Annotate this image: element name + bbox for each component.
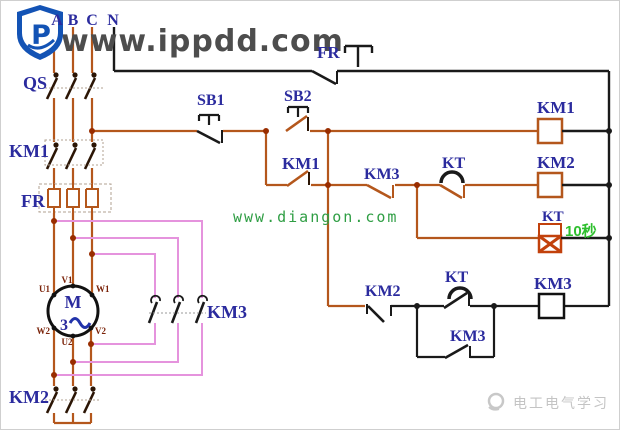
- sb1-stop-button: [196, 113, 223, 145]
- km3-coil-label: KM3: [534, 274, 572, 293]
- phase-a-label: A: [51, 12, 63, 29]
- km3-coil: [537, 292, 566, 320]
- fr-overload-nc-contact: [311, 44, 374, 86]
- watermark-account: 电工电气学习: [513, 395, 609, 411]
- motor-terminal-nubs: [51, 283, 95, 339]
- sb1-label: SB1: [197, 92, 225, 109]
- km1-linkage: [44, 139, 104, 166]
- control-row3-wires: [391, 304, 609, 359]
- km1-main-contacts: [44, 139, 104, 171]
- km1-coil: [536, 117, 564, 145]
- km1-coil-label: KM1: [537, 98, 575, 117]
- watermark-diangon: www.diangon.com: [233, 208, 398, 226]
- km3-interlock-nc-contact: [366, 183, 394, 200]
- fr-contact-label: FR: [317, 43, 340, 62]
- terminal-v1: V1: [62, 275, 73, 285]
- qs-disconnect-switch: [45, 71, 103, 101]
- terminal-u1: U1: [39, 284, 50, 294]
- motor-phase-number: 3: [60, 317, 68, 334]
- terminal-w2: W2: [37, 326, 51, 336]
- km2-coil-label: KM2: [537, 153, 575, 172]
- km2-coil: [536, 171, 564, 199]
- km2-star-contacts: [45, 385, 99, 415]
- phase-c-label: C: [86, 12, 98, 29]
- km2-power-label: KM2: [9, 387, 49, 407]
- km2-no-contact: [366, 304, 392, 323]
- km3-seal-contact: [444, 343, 471, 360]
- kt-delay-label: 10秒: [565, 222, 597, 240]
- logo-letter: P: [31, 20, 51, 51]
- phase-n-label: N: [107, 12, 119, 29]
- neutral-and-bus-wires: [112, 27, 611, 306]
- fr-thermal-overload: [38, 183, 112, 214]
- sb2-label: SB2: [284, 88, 312, 105]
- km1-seal-label: KM1: [282, 154, 320, 173]
- motor-letter: M: [65, 292, 82, 312]
- sb2-start-button: [285, 105, 310, 133]
- account-logo-icon: [487, 392, 505, 411]
- km1-power-label: KM1: [9, 141, 49, 161]
- fr-power-label: FR: [21, 191, 46, 211]
- km3-power-label: KM3: [207, 302, 247, 322]
- kt-nc-label: KT: [442, 155, 465, 172]
- km3-delta-contacts: [147, 294, 209, 325]
- kt-nc-delayed-contact: [439, 170, 465, 200]
- control-row2-wires: [328, 183, 539, 240]
- kt-no-label: KT: [445, 269, 468, 286]
- km1-seal-contact: [286, 169, 310, 188]
- watermark-ippdd: www.ippdd.com: [61, 24, 344, 59]
- control-row1-wires: [223, 129, 538, 306]
- junction-dots-black: [414, 128, 612, 309]
- terminal-u2: U2: [62, 337, 73, 347]
- sine-wave-icon: [68, 317, 92, 329]
- kt-timer-coil: [537, 223, 563, 254]
- km3-interlock-label: KM3: [364, 166, 400, 183]
- junction-dots-orange: [51, 128, 420, 378]
- terminal-v2: V2: [95, 326, 106, 336]
- terminal-w1: W1: [96, 284, 110, 294]
- kt-coil-label: KT: [542, 209, 564, 225]
- site-logo: P: [17, 5, 63, 60]
- phase-b-label: B: [68, 12, 79, 29]
- km2-no-label: KM2: [365, 283, 401, 300]
- motor-terminal-labels: U1 V1 W1 W2 U2 V2: [37, 275, 111, 347]
- kt-no-delayed-contact: [443, 286, 473, 310]
- km3-seal-label: KM3: [450, 328, 486, 345]
- delta-connection-wires: [54, 220, 203, 376]
- qs-label: QS: [23, 73, 47, 93]
- motor-symbol: M 3: [46, 283, 100, 339]
